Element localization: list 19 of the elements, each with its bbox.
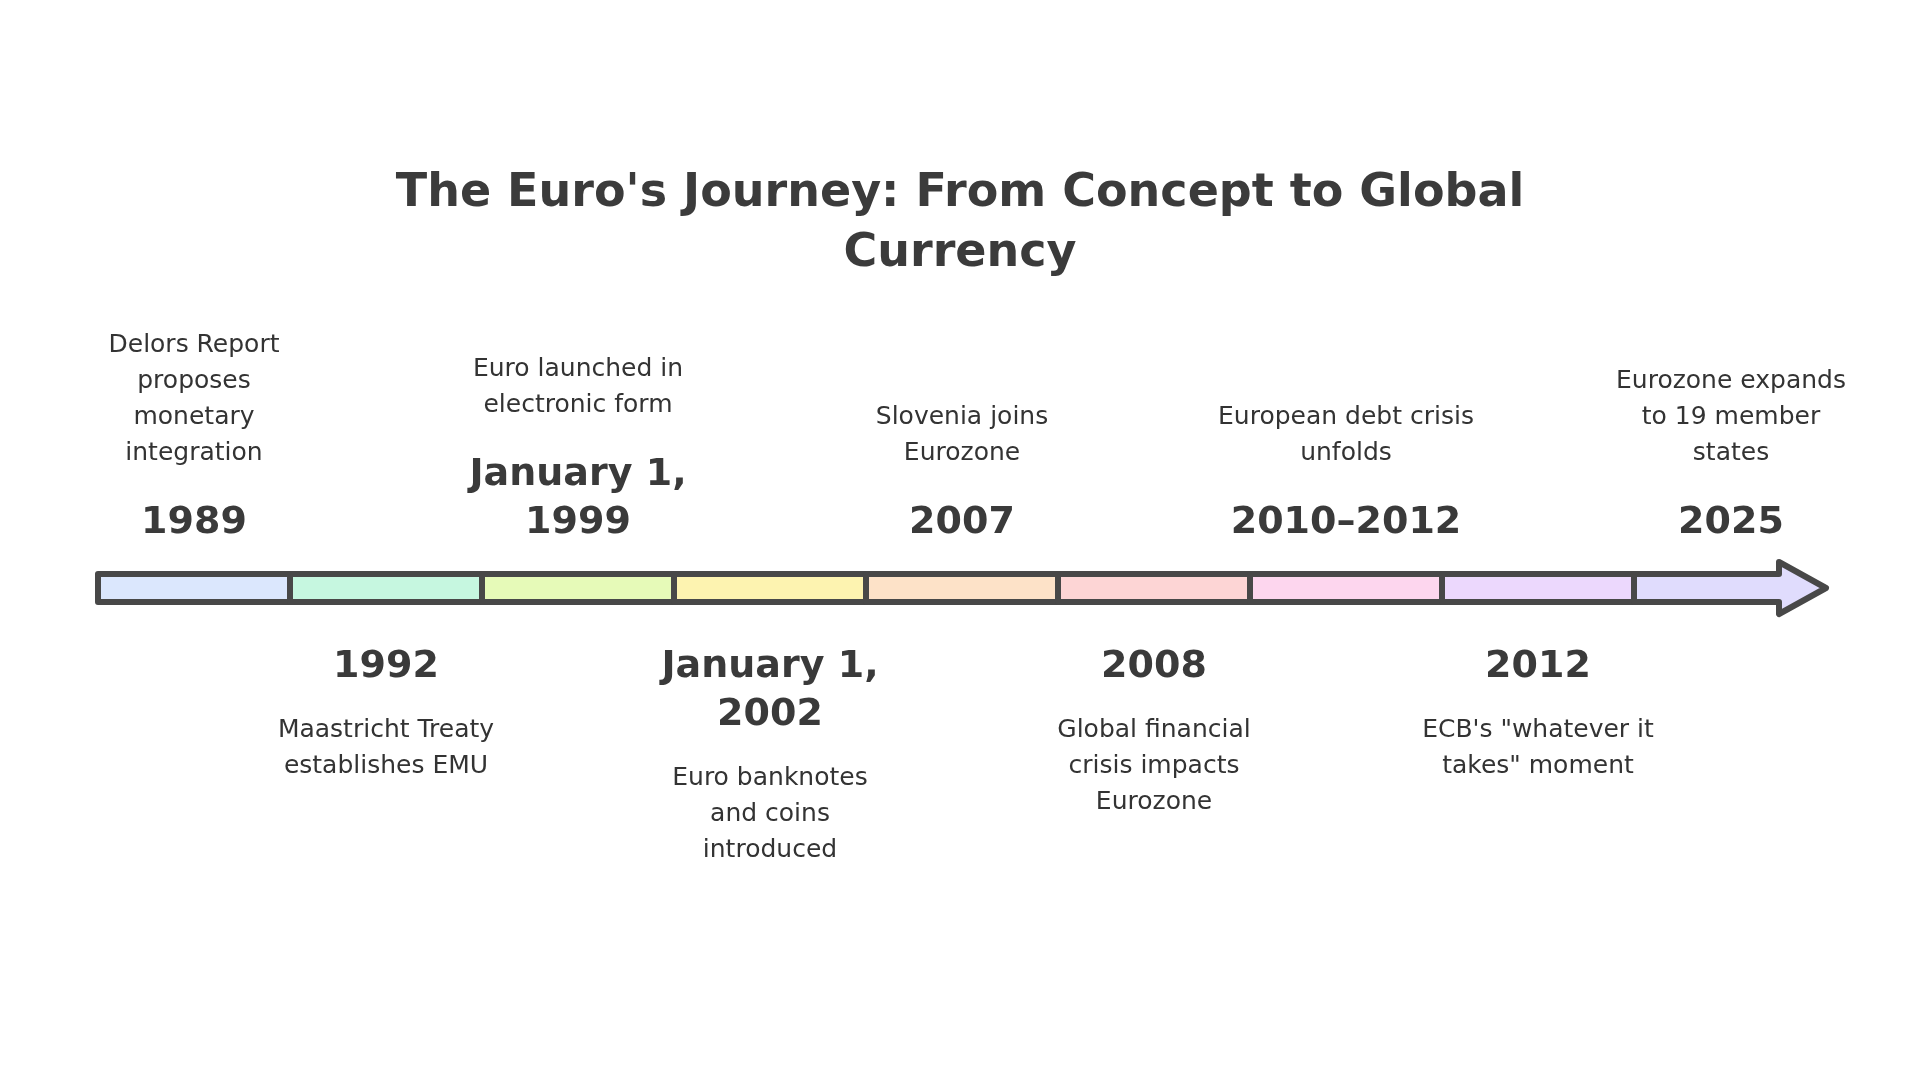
year-label: 2010–2012 — [1230, 497, 1462, 544]
diagram-title: The Euro's Journey: From Concept to Global Currency — [394, 162, 1526, 279]
year-label: 1989 — [141, 497, 247, 544]
year-label: 2025 — [1678, 497, 1784, 544]
year-label: 2012 — [1485, 641, 1591, 688]
event-description: Maastricht Treaty establishes EMU — [276, 713, 496, 781]
event-description: Slovenia joins Eurozone — [874, 400, 1050, 468]
event-description: European debt crisis unfolds — [1217, 400, 1475, 468]
year-label: January 1, 2002 — [658, 641, 880, 736]
event-description: Eurozone expands to 19 member states — [1615, 364, 1847, 468]
year-label: 2008 — [1101, 641, 1207, 688]
event-description: ECB's "whatever it takes" moment — [1421, 713, 1655, 781]
year-label: 1992 — [333, 641, 439, 688]
year-label: January 1, 1999 — [466, 449, 688, 544]
event-description: Euro launched in electronic form — [471, 352, 685, 420]
event-description: Euro banknotes and coins introduced — [671, 761, 869, 865]
event-description: Delors Report proposes monetary integration — [107, 328, 281, 468]
year-label: 2007 — [909, 497, 1015, 544]
event-description: Global financial crisis impacts Eurozone — [1056, 713, 1252, 817]
